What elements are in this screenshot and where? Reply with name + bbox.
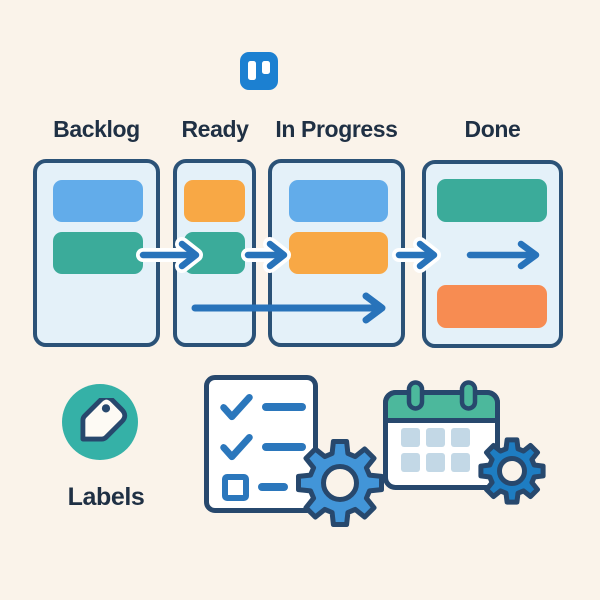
kanban-column-in-progress: [268, 159, 405, 347]
calendar-header-band: [383, 390, 500, 423]
checklist-line: [258, 483, 288, 491]
calendar-icon: [383, 380, 500, 490]
trello-logo-icon: [240, 52, 278, 90]
calendar-ring-right: [459, 380, 478, 411]
column-header-backlog: Backlog: [53, 116, 140, 142]
kanban-column-done: [422, 160, 563, 348]
labels-badge: [62, 384, 138, 460]
kanban-card: [437, 285, 547, 328]
calendar-cell: [401, 453, 420, 472]
kanban-card: [437, 179, 547, 222]
checkbox-icon: [222, 473, 249, 501]
checkmark-icon: [220, 393, 253, 420]
gear-icon-left: [296, 439, 384, 527]
checklist-line: [262, 443, 306, 451]
kanban-card: [184, 180, 245, 222]
calendar-cell: [451, 453, 470, 472]
checklist-line: [262, 403, 306, 411]
kanban-column-backlog: [33, 159, 160, 347]
kanban-column-ready: [173, 159, 256, 347]
calendar-ring-left: [406, 380, 425, 411]
checkmark-icon: [220, 433, 253, 460]
labels-caption: Labels: [67, 483, 145, 511]
kanban-card: [289, 232, 388, 274]
trello-logo-right-bar: [262, 61, 270, 74]
kanban-card: [53, 180, 143, 222]
calendar-cell: [426, 428, 445, 447]
kanban-card: [184, 232, 245, 274]
calendar-grid: [401, 428, 470, 472]
kanban-card: [289, 180, 388, 222]
calendar-cell: [426, 453, 445, 472]
calendar-cell: [451, 428, 470, 447]
calendar-cell: [401, 428, 420, 447]
checklist-icon: [204, 375, 318, 513]
column-header-in-progress: In Progress: [275, 116, 398, 142]
checklist-row-checked: [220, 432, 313, 462]
tag-icon: [80, 398, 128, 442]
kanban-card: [53, 232, 143, 274]
checklist-row-unchecked: [220, 472, 313, 502]
trello-logo-left-bar: [248, 61, 256, 80]
column-header-ready: Ready: [181, 116, 249, 142]
checklist-row-checked: [220, 392, 313, 422]
column-header-done: Done: [464, 116, 521, 142]
arrow-done-internal: [437, 232, 547, 285]
gear-icon-right: [478, 437, 546, 505]
